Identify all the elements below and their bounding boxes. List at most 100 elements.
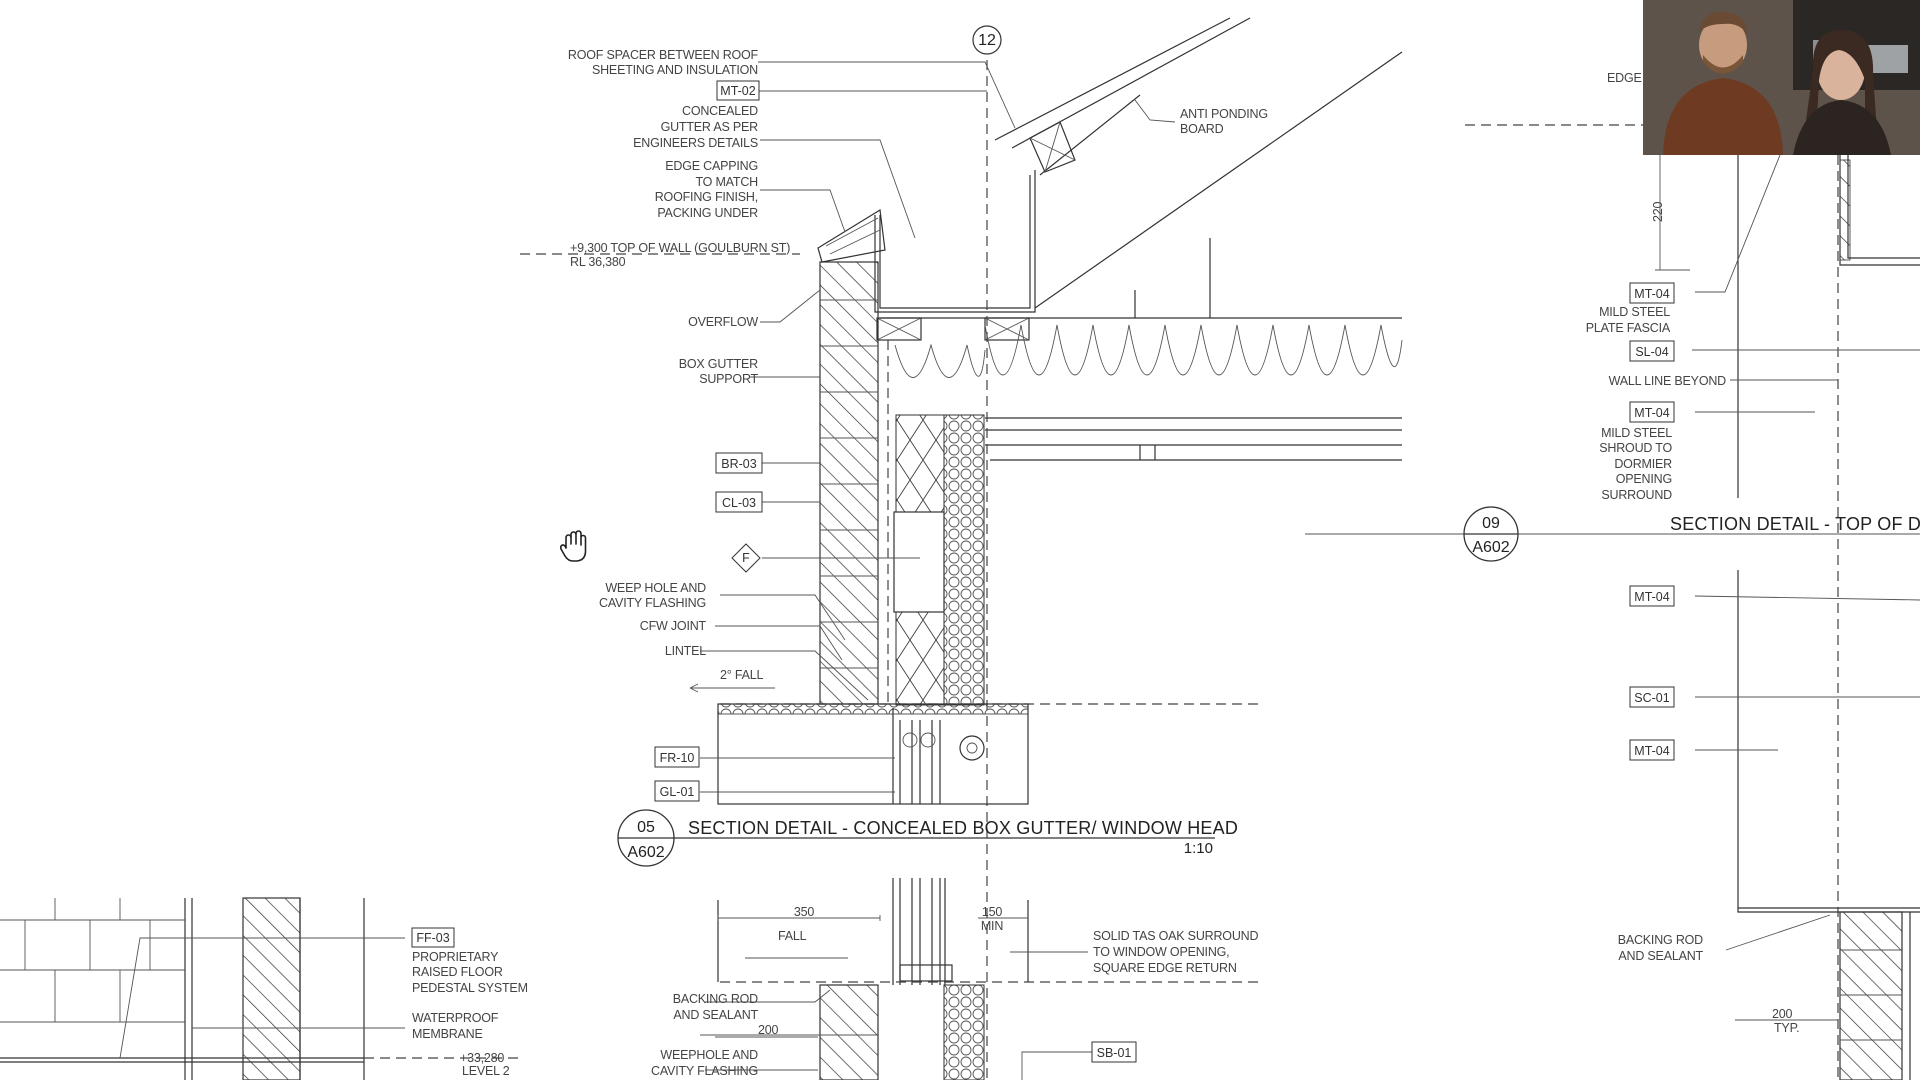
detail-09-annotations: EDGE 220 MT-04 MILD STEEL PLATE FASCIA S…	[1463, 71, 1920, 1035]
tag-mt04-d-box	[1629, 739, 1675, 761]
detail-09-title: SECTION DETAIL - TOP OF DO	[1670, 514, 1920, 534]
detail-05-geometry	[0, 17, 1403, 1080]
note-shroud-3: DORMIER	[1614, 457, 1672, 471]
note-weephole-1: WEEPHOLE AND	[660, 1048, 758, 1062]
tag-f-diamond	[731, 543, 761, 573]
note-mild-steel-2: PLATE FASCIA	[1586, 321, 1671, 335]
note-concealed-3: ENGINEERS DETAILS	[633, 136, 758, 150]
dim-220: 220	[1651, 201, 1665, 222]
detail-09-sheet: A602	[1472, 539, 1509, 556]
note-proprietary-1: PROPRIETARY	[412, 950, 499, 964]
note-lintel: LINTEL	[665, 644, 706, 658]
dim-350: 350	[794, 905, 815, 919]
detail-05-title: SECTION DETAIL - CONCEALED BOX GUTTER/ W…	[688, 818, 1238, 838]
tag-mt04-a: MT-04	[1634, 287, 1669, 301]
tag-sc01-box	[1629, 686, 1675, 708]
tag-sl04-box	[1629, 340, 1675, 362]
note-concealed-2: GUTTER AS PER	[661, 120, 759, 134]
note-shroud-5: SURROUND	[1601, 488, 1672, 502]
note-fall-lower: FALL	[778, 929, 807, 943]
tag-sb01-box	[1091, 1041, 1137, 1063]
tag-mt04-b-box	[1629, 401, 1675, 423]
note-shroud-1: MILD STEEL	[1601, 426, 1672, 440]
detail-09-number: 09	[1482, 515, 1500, 532]
note-shroud-2: SHROUD TO	[1599, 441, 1672, 455]
note-anti-ponding-2: BOARD	[1180, 122, 1224, 136]
note-waterproof-2: MEMBRANE	[412, 1027, 483, 1041]
level-rl: RL 36,380	[570, 255, 626, 269]
tag-br03-box	[715, 452, 763, 474]
detail-09-leaders	[1305, 154, 1920, 951]
tag-mt02: MT-02	[720, 84, 755, 98]
note-proprietary-2: RAISED FLOOR	[412, 965, 503, 979]
webcam-overlay	[1643, 0, 1920, 155]
note-concealed-1: CONCEALED	[682, 104, 758, 118]
tag-ff03: FF-03	[416, 931, 449, 945]
note-typ: TYP.	[1774, 1021, 1799, 1035]
detail-05-annotations: ROOF SPACER BETWEEN ROOF SHEETING AND IN…	[568, 32, 1268, 867]
dim-min: MIN	[981, 919, 1003, 933]
tag-f: F	[742, 551, 750, 565]
tag-gl01-box	[654, 780, 700, 802]
detail-05-sheet: A602	[627, 844, 664, 861]
note-weep-2: CAVITY FLASHING	[599, 596, 706, 610]
tag-mt04-a-box	[1629, 282, 1675, 304]
level-low-2: LEVEL 2	[462, 1064, 510, 1078]
note-anti-ponding-1: ANTI PONDING	[1180, 107, 1268, 121]
level-low-1: +33,280	[460, 1051, 504, 1065]
tag-mt02-box	[716, 80, 760, 101]
note-solid-tas-2: TO WINDOW OPENING,	[1093, 945, 1229, 959]
tag-sb01: SB-01	[1097, 1046, 1132, 1060]
tag-mt04-c: MT-04	[1634, 590, 1669, 604]
dim-200-lower: 200	[758, 1023, 779, 1037]
note-roof-spacer-1: ROOF SPACER BETWEEN ROOF	[568, 48, 759, 62]
tag-mt04-b: MT-04	[1634, 406, 1669, 420]
tag-br03: BR-03	[721, 457, 756, 471]
note-mild-steel-1: MILD STEEL	[1599, 305, 1670, 319]
dim-200-right: 200	[1772, 1007, 1793, 1021]
leader-ff03	[119, 937, 405, 1059]
tag-gl01: GL-01	[660, 785, 695, 799]
tag-sc01: SC-01	[1634, 691, 1669, 705]
note-weephole-2: CAVITY FLASHING	[651, 1064, 758, 1078]
note-box-gutter-2: SUPPORT	[699, 372, 758, 386]
note-backing-rod-1: BACKING ROD	[673, 992, 758, 1006]
tag-ff03-box	[411, 927, 455, 948]
note-edge-capping-1: EDGE CAPPING	[665, 159, 758, 173]
note-waterproof-1: WATERPROOF	[412, 1011, 499, 1025]
tag-cl03-box	[715, 491, 763, 513]
note-overflow: OVERFLOW	[688, 315, 758, 329]
note-wall-line: WALL LINE BEYOND	[1609, 374, 1727, 388]
detail-05-scale: 1:10	[1184, 840, 1213, 857]
note-roof-spacer-2: SHEETING AND INSULATION	[592, 63, 758, 77]
note-edge-r: EDGE	[1607, 71, 1642, 85]
tag-fr10-box	[654, 746, 700, 768]
note-proprietary-3: PEDESTAL SYSTEM	[412, 981, 528, 995]
detail-05-number: 05	[637, 819, 655, 836]
level-top-of-wall: +9,300 TOP OF WALL (GOULBURN ST)	[570, 241, 790, 255]
note-solid-tas-3: SQUARE EDGE RETURN	[1093, 961, 1237, 975]
tag-cl03: CL-03	[722, 496, 756, 510]
note-cfw-joint: CFW JOINT	[640, 619, 707, 633]
note-edge-capping-2: TO MATCH	[695, 175, 758, 189]
note-edge-capping-3: ROOFING FINISH,	[655, 190, 758, 204]
note-backing-rod-r-2: AND SEALANT	[1618, 949, 1703, 963]
hand-pan-cursor-icon	[559, 530, 587, 562]
lower-annotations: FF-03 PROPRIETARY RAISED FLOOR PEDESTAL …	[119, 905, 1259, 1078]
note-box-gutter-1: BOX GUTTER	[679, 357, 758, 371]
tag-mt04-d: MT-04	[1634, 744, 1669, 758]
note-solid-tas-1: SOLID TAS OAK SURROUND	[1093, 929, 1258, 943]
note-backing-rod-2: AND SEALANT	[673, 1008, 758, 1022]
detail-05-leaders	[689, 61, 1176, 1080]
grid-bubble-12: 12	[978, 32, 996, 49]
note-fall: 2° FALL	[720, 668, 763, 682]
note-shroud-4: OPENING	[1616, 472, 1672, 486]
tag-fr10: FR-10	[660, 751, 695, 765]
note-edge-capping-4: PACKING UNDER	[657, 206, 758, 220]
note-backing-rod-r-1: BACKING ROD	[1618, 933, 1703, 947]
tag-mt04-c-box	[1629, 585, 1675, 607]
tag-sl04: SL-04	[1635, 345, 1668, 359]
detail-09-geometry	[1465, 124, 1920, 1080]
dim-150: 150	[982, 905, 1003, 919]
